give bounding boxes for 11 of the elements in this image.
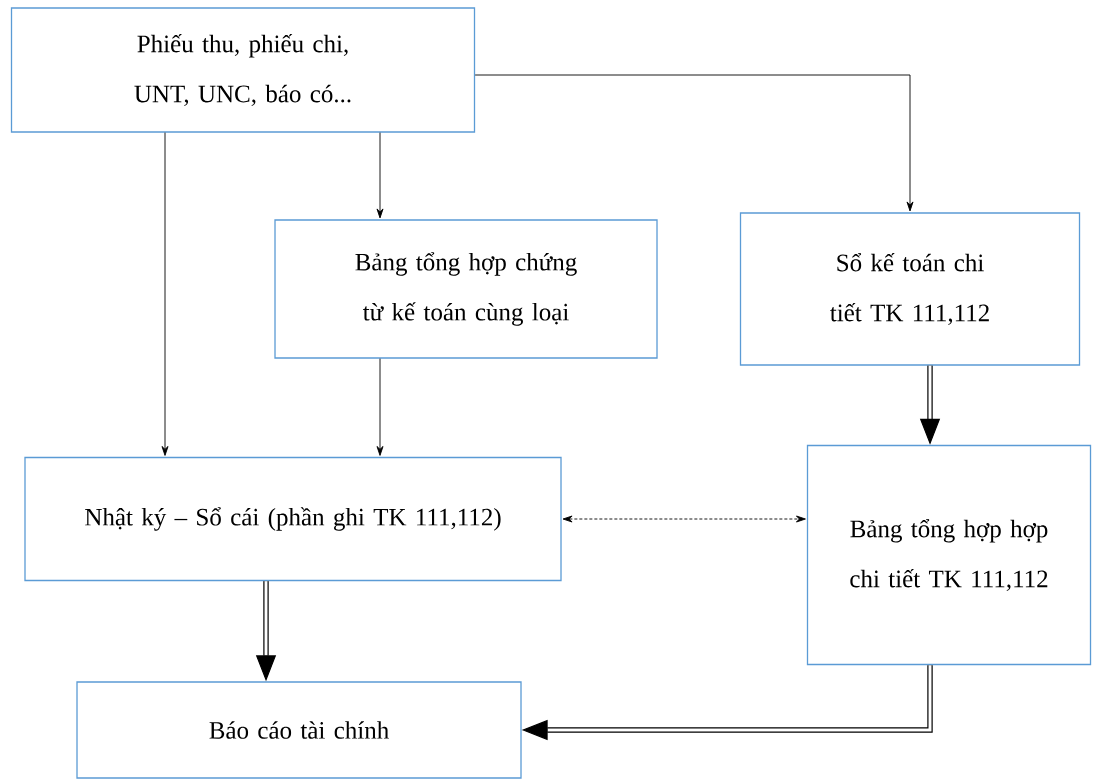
process-box: Bảng tổng hợp hợp chi tiết TK 111,112 [806, 444, 1092, 666]
arrow [562, 515, 806, 523]
process-box: Nhật ký – Sổ cái (phần ghi TK 111,112) [24, 456, 562, 582]
process-box: Phiếu thu, phiếu chi, UNT, UNC, báo có... [10, 7, 476, 133]
process-box: Báo cáo tài chính [76, 681, 522, 779]
process-box: Sổ kế toán chi tiết TK 111,112 [739, 212, 1081, 366]
arrow [474, 74, 914, 212]
arrow [161, 132, 169, 456]
process-box: Bảng tổng hợp chứng từ kế toán cùng loại [274, 219, 658, 359]
arrow [376, 132, 384, 219]
arrow [376, 358, 384, 456]
